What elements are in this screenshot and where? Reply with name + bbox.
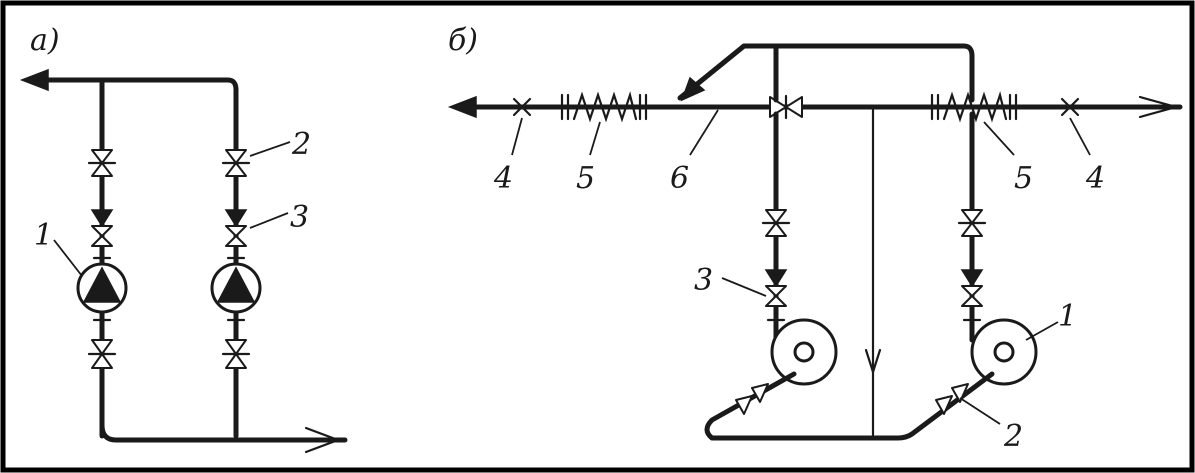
a-left-check-valve — [90, 209, 114, 228]
b-outlet-arrow — [447, 95, 477, 119]
panel-a: а) — [19, 23, 348, 454]
panel-a-label: а) — [30, 23, 60, 58]
b-left-pump — [770, 318, 838, 386]
b-leader-6 — [689, 109, 719, 156]
a-leader-3 — [249, 212, 289, 229]
b-main-valve — [769, 94, 803, 120]
b-compensator-right — [930, 91, 1018, 123]
a-leader-2 — [249, 141, 291, 157]
b-callout-4-right: 4 — [1085, 161, 1105, 196]
b-callout-5-right: 5 — [1014, 161, 1033, 196]
b-central-arrow — [864, 348, 882, 376]
b-right-return — [870, 371, 995, 441]
b-compensator-left — [560, 91, 648, 123]
b-callout-1: 1 — [1058, 299, 1077, 334]
b-inlet-arrow — [1138, 95, 1181, 119]
b-left-check-valve — [764, 269, 788, 288]
a-right-valve-bottom — [221, 339, 251, 369]
b-leader-4-right — [1069, 117, 1091, 156]
a-top-header — [37, 77, 239, 143]
b-leader-1 — [1025, 321, 1059, 341]
a-bottom-header — [99, 422, 348, 443]
a-left-valve-top — [87, 149, 117, 177]
a-right-check-valve — [224, 209, 248, 228]
panel-b-label: б) — [448, 23, 478, 58]
a-right-valve-top — [221, 149, 251, 177]
b-callout-5-left: 5 — [576, 161, 595, 196]
b-leader-5-left — [589, 121, 601, 156]
b-bypass-arrow — [680, 76, 706, 102]
b-right-return-valves — [935, 383, 969, 415]
a-callout-2: 2 — [291, 127, 311, 162]
b-right-pump — [970, 318, 1038, 386]
a-left-pump — [76, 262, 128, 314]
a-leader-1 — [53, 239, 83, 277]
b-callout-4-left: 4 — [493, 161, 513, 196]
b-callout-6: 6 — [670, 161, 689, 196]
b-leader-2 — [959, 397, 1001, 425]
b-leader-3 — [721, 277, 767, 297]
b-callout-3: 3 — [694, 263, 713, 298]
a-left-valve-mid — [91, 225, 113, 247]
b-left-valve-top — [761, 209, 791, 237]
b-leader-5-right — [983, 121, 1015, 156]
b-leader-4-left — [511, 117, 523, 156]
a-callout-1: 1 — [34, 218, 53, 253]
a-right-valve-mid — [225, 225, 247, 247]
b-left-valve-mid — [765, 285, 787, 307]
a-callout-3: 3 — [290, 200, 309, 235]
a-outlet-arrow — [19, 68, 49, 92]
a-right-pump — [210, 262, 262, 314]
a-inlet-arrow — [304, 426, 342, 454]
b-right-valve-mid — [961, 285, 983, 307]
a-left-valve-bottom — [87, 339, 117, 369]
b-bypass-loop — [677, 43, 975, 103]
b-left-return-valves — [735, 383, 769, 415]
b-marker-right — [1060, 97, 1080, 117]
b-marker-left — [512, 97, 532, 117]
b-right-check-valve — [960, 269, 984, 288]
panel-b: б) — [447, 23, 1183, 454]
b-callout-2: 2 — [1003, 419, 1023, 454]
b-right-valve-top — [957, 209, 987, 237]
b-left-return — [704, 371, 876, 441]
